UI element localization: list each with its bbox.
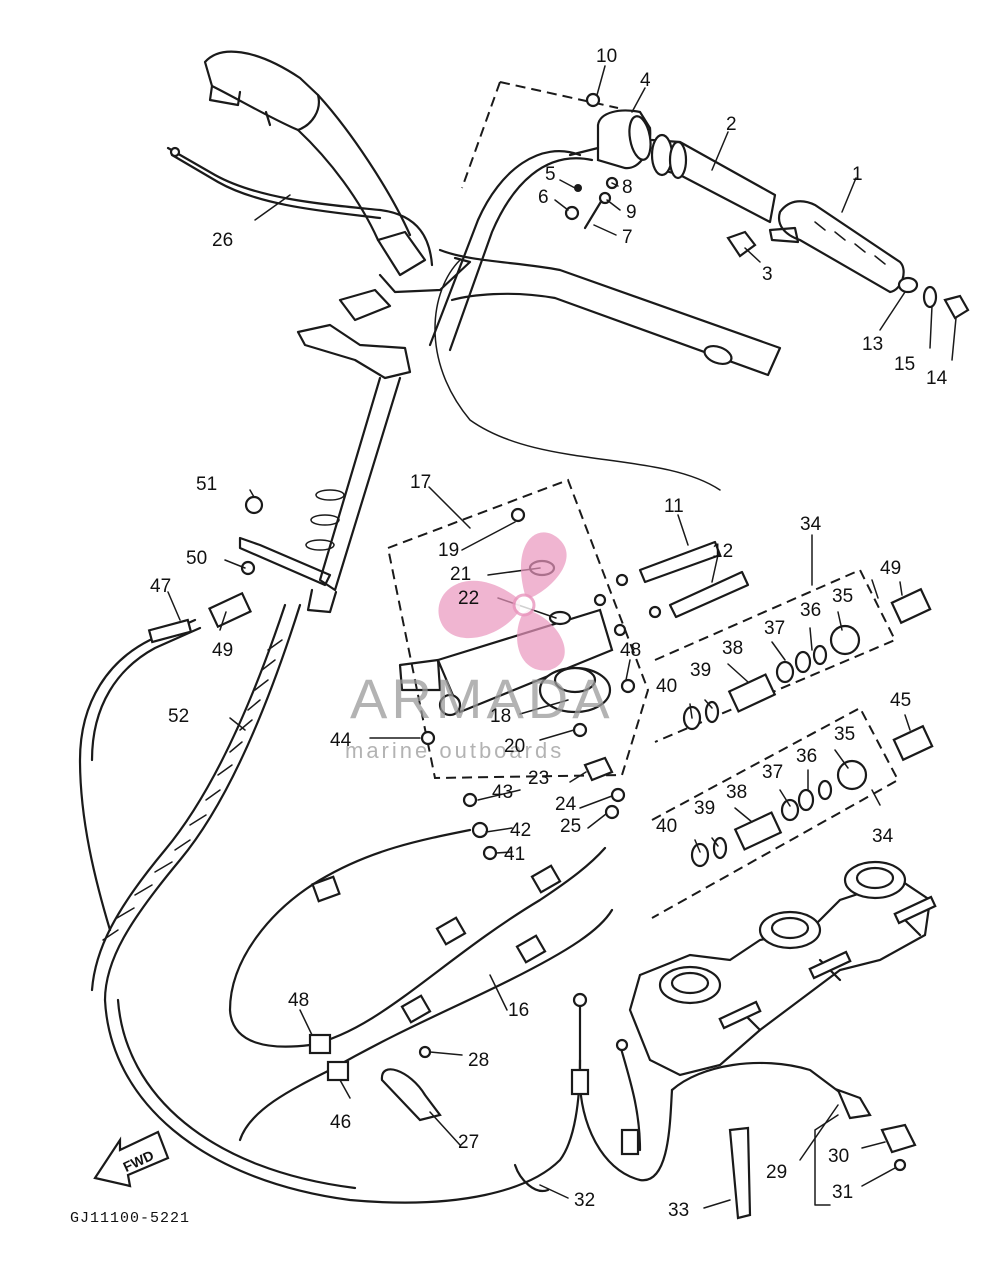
part-label: 14 xyxy=(926,368,948,389)
part-label: 20 xyxy=(504,736,525,757)
part-label: 39 xyxy=(694,798,715,819)
part-label: 16 xyxy=(508,1000,529,1021)
part-label: 7 xyxy=(622,227,633,248)
part-label: 29 xyxy=(766,1162,787,1183)
part-label: 40 xyxy=(656,816,677,837)
part-label: 40 xyxy=(656,676,677,697)
propeller-logo xyxy=(438,532,567,671)
part-label: 51 xyxy=(196,474,217,495)
part-label: 34 xyxy=(800,514,822,535)
part-label: 12 xyxy=(712,541,733,562)
part-label: 8 xyxy=(622,177,633,198)
part-label: 48 xyxy=(620,640,641,661)
part-label: 42 xyxy=(510,820,531,841)
part-label: 35 xyxy=(834,724,855,745)
part-label: 27 xyxy=(458,1132,479,1153)
part-label: 5 xyxy=(545,164,556,185)
watermark-brand: ARMADA xyxy=(350,667,614,730)
diagram-code: GJ11100-5221 xyxy=(70,1210,190,1227)
part-label: 46 xyxy=(330,1112,351,1133)
part-label: 44 xyxy=(330,730,352,751)
part-label: 37 xyxy=(762,762,783,783)
fwd-direction-arrow: FWD xyxy=(93,1130,170,1188)
throttle-detail-group xyxy=(461,81,970,320)
part-label: 49 xyxy=(212,640,233,661)
part-label: 13 xyxy=(862,334,883,355)
part-label: 36 xyxy=(800,600,821,621)
part-label: 23 xyxy=(528,768,549,789)
part-label: 45 xyxy=(890,690,911,711)
part-label: 37 xyxy=(764,618,785,639)
part-label: 1 xyxy=(852,164,863,185)
part-label: 6 xyxy=(538,187,549,208)
part-label: 31 xyxy=(832,1182,853,1203)
part-label: 19 xyxy=(438,540,459,561)
part-label: 33 xyxy=(668,1200,689,1221)
part-label: 24 xyxy=(555,794,577,815)
part-label: 9 xyxy=(626,202,637,223)
part-label: 11 xyxy=(664,496,684,517)
part-label: 49 xyxy=(880,558,901,579)
leader-lines xyxy=(167,65,957,1209)
cables xyxy=(78,146,917,1220)
part-label: 48 xyxy=(288,990,309,1011)
part-label: 28 xyxy=(468,1050,489,1071)
handlebar-assembly xyxy=(203,50,782,614)
part-label: 36 xyxy=(796,746,817,767)
part-label: 4 xyxy=(640,70,651,91)
watermark: ARMADA marine outboards xyxy=(345,532,614,763)
part-label: 52 xyxy=(168,706,189,727)
part-label: 47 xyxy=(150,576,171,597)
part-label: 22 xyxy=(458,588,479,609)
part-label: 2 xyxy=(726,114,737,135)
part-label: 35 xyxy=(832,586,853,607)
part-label: 3 xyxy=(762,264,773,285)
watermark-tagline: marine outboards xyxy=(345,738,564,763)
part-label: 38 xyxy=(726,782,747,803)
part-label: 43 xyxy=(492,782,513,803)
part-label: 39 xyxy=(690,660,711,681)
part-labels: 1 2 3 4 5 6 7 8 9 10 11 12 13 14 15 16 1… xyxy=(150,46,948,1221)
part-label: 41 xyxy=(504,844,525,865)
part-label: 26 xyxy=(212,230,233,251)
part-label: 25 xyxy=(560,816,581,837)
part-label: 21 xyxy=(450,564,471,585)
part-label: 38 xyxy=(722,638,743,659)
part-label: 34 xyxy=(872,826,894,847)
part-label: 10 xyxy=(596,46,617,67)
part-label: 15 xyxy=(894,354,915,375)
part-label: 17 xyxy=(410,472,431,493)
part-label: 30 xyxy=(828,1146,849,1167)
part-label: 32 xyxy=(574,1190,595,1211)
cable-adjuster-groups xyxy=(651,568,934,919)
part-label: 50 xyxy=(186,548,207,569)
part-label: 18 xyxy=(490,706,511,727)
carburetor-manifold xyxy=(628,860,937,1077)
